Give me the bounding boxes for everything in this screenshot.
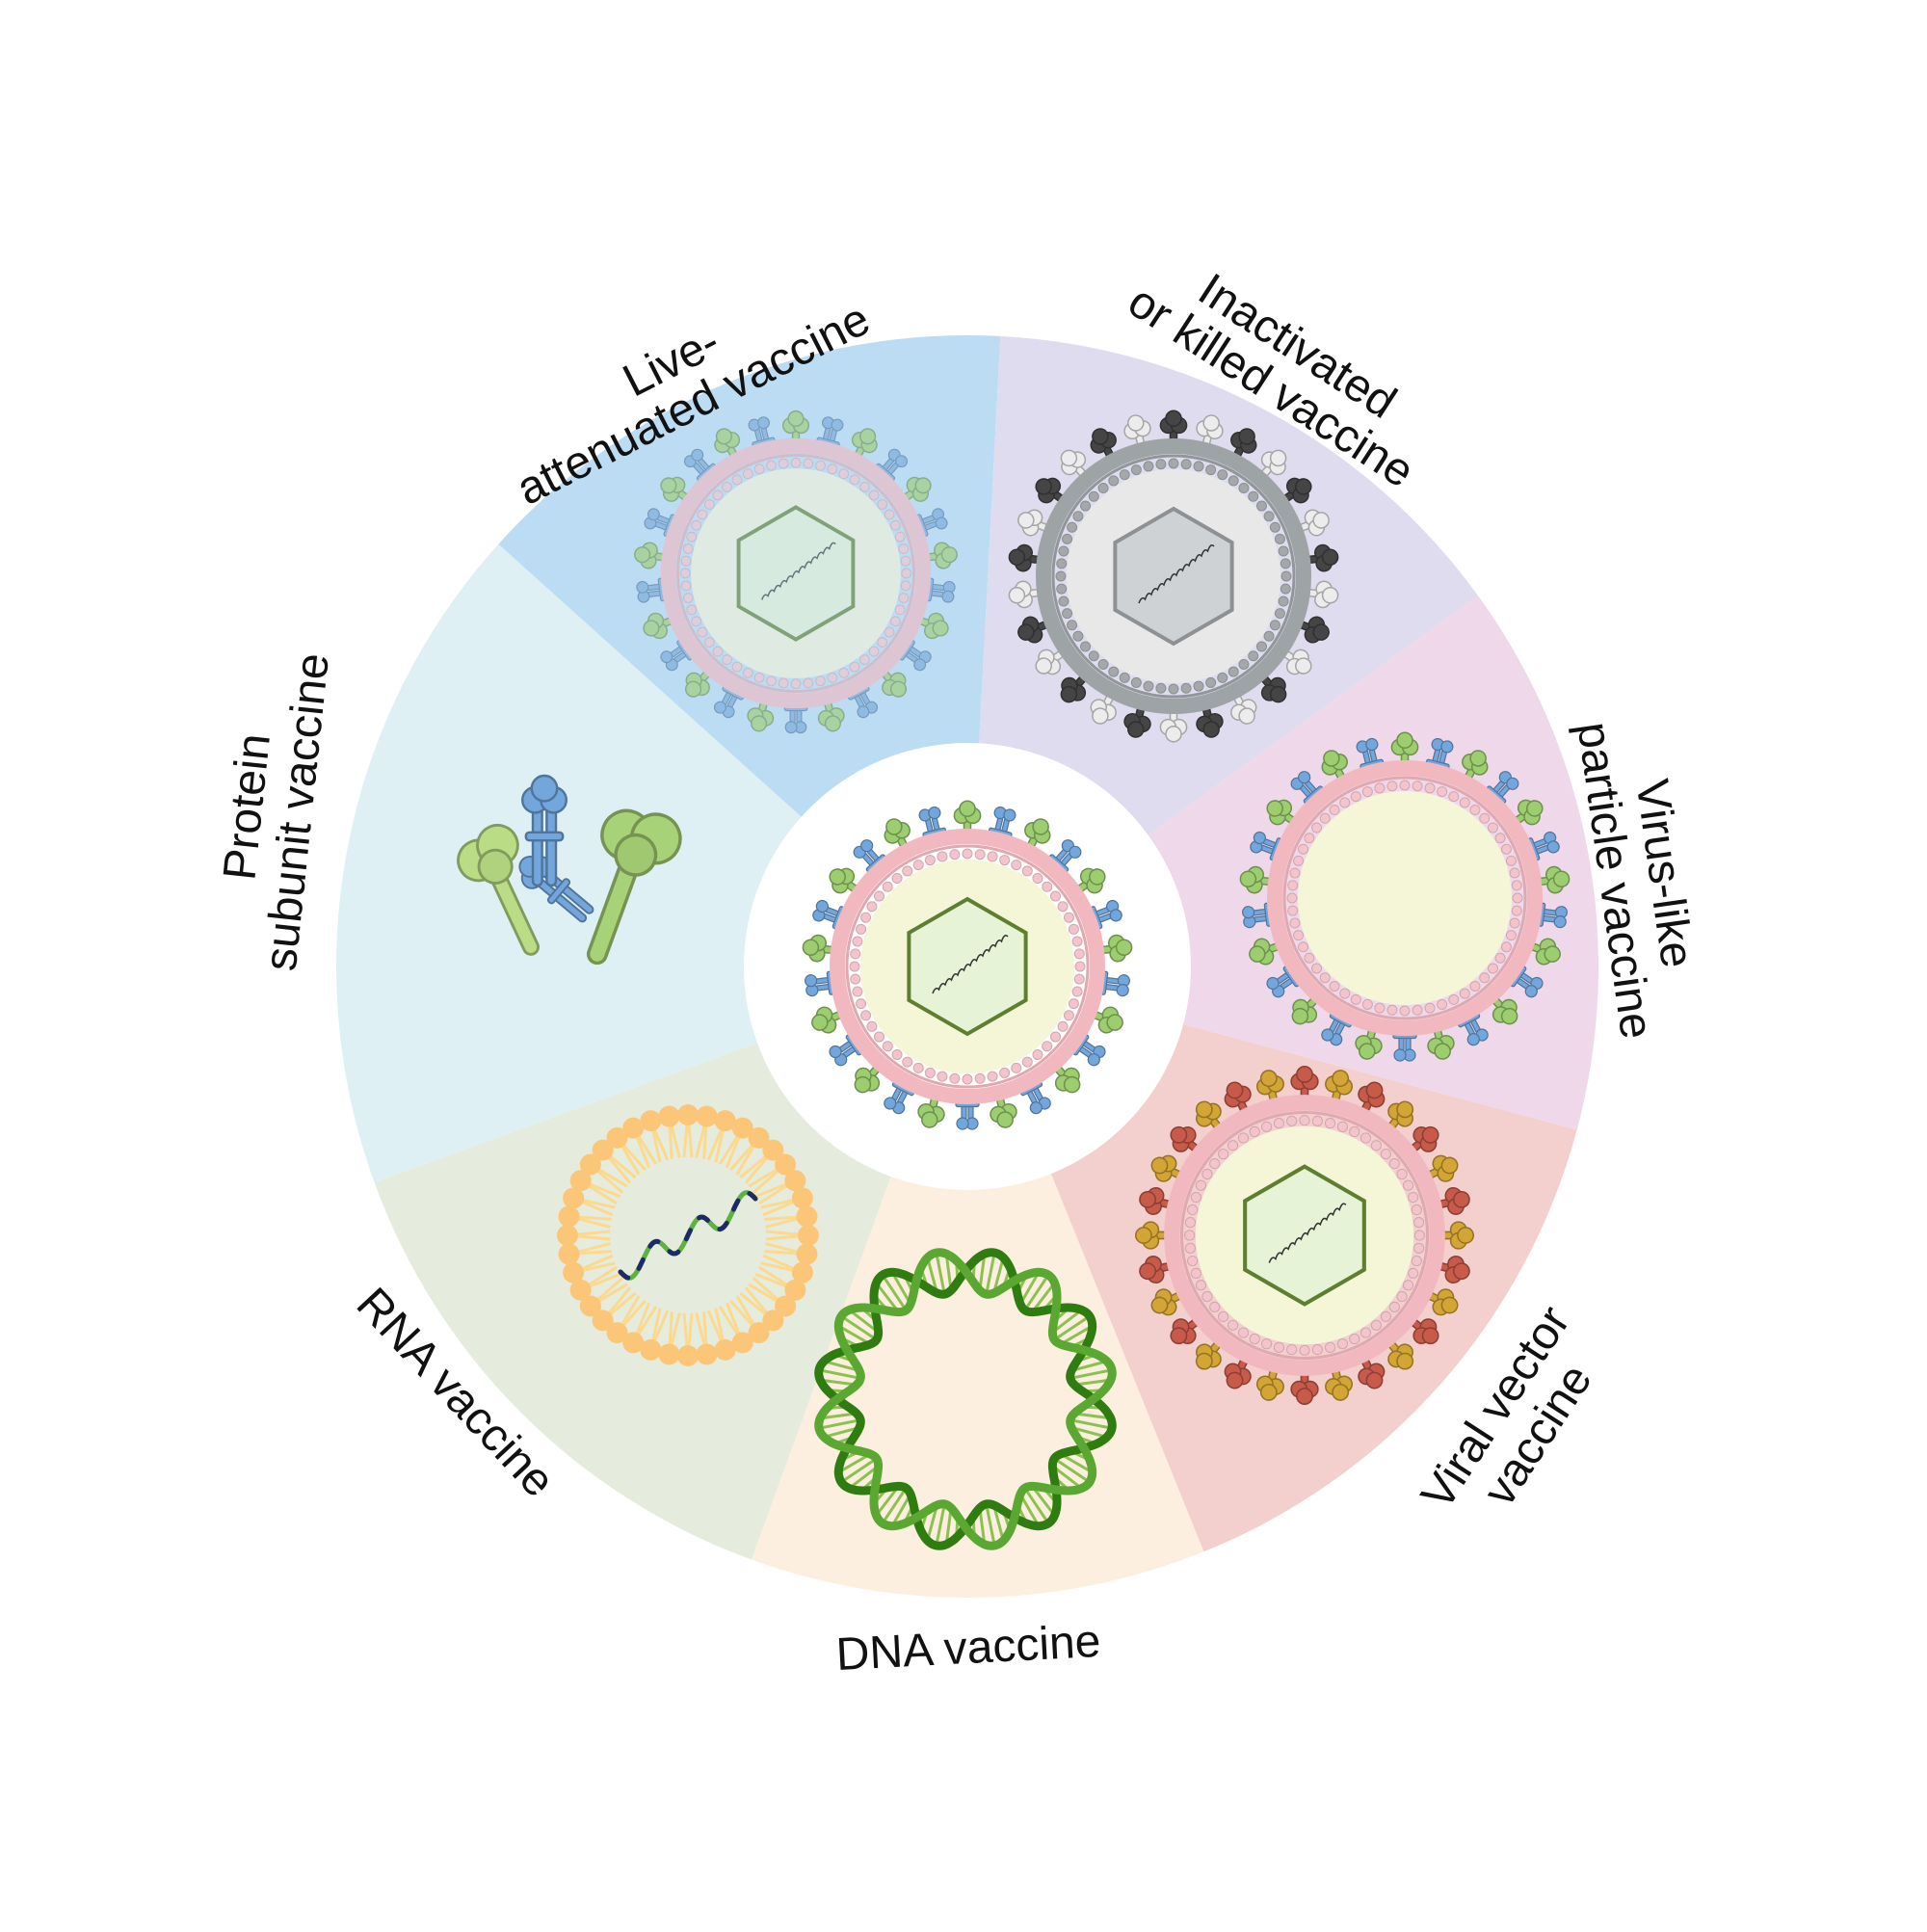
lipid-nanoparticle-icon — [557, 1104, 819, 1366]
label-dna-line-1: DNA vaccine — [834, 1616, 1101, 1681]
virus-like-particle-icon — [1239, 731, 1571, 1062]
live-attenuated-virus-icon — [634, 410, 958, 734]
dna-plasmid-icon — [814, 1248, 1117, 1550]
viral-vector-icon — [1134, 1065, 1475, 1406]
wheel-icons — [457, 410, 1571, 1550]
protein-subunit-icon — [457, 774, 682, 966]
label-protein: Proteinsubunit vaccine — [205, 646, 339, 973]
center-virus-icon — [802, 800, 1133, 1130]
inactivated-virus-icon — [1008, 410, 1339, 743]
label-dna: DNA vaccine — [834, 1616, 1101, 1681]
